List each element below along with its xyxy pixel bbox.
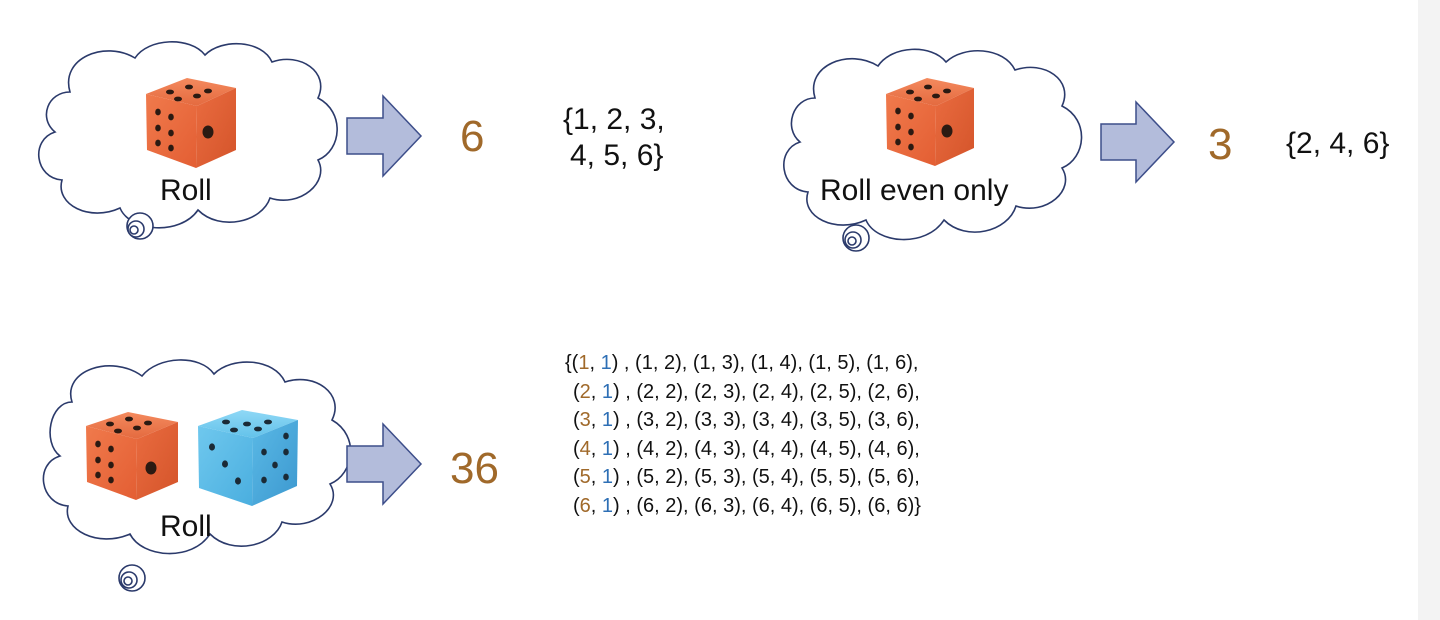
pairs-row: {(1, 1) , (1, 2), (1, 3), (1, 4), (1, 5)…	[565, 352, 919, 374]
right-arrow-icon	[1100, 100, 1176, 184]
outcome-count: 36	[450, 444, 499, 493]
cloud-label: Roll	[160, 510, 212, 543]
first-die-value: 3	[579, 409, 591, 431]
pairs-row: (4, 1) , (4, 2), (4, 3), (4, 4), (4, 5),…	[573, 437, 920, 460]
sample-space: {2, 4, 6}	[1286, 127, 1390, 160]
thought-cloud-icon	[42, 359, 352, 592]
cloud-label: Roll even only	[820, 174, 1009, 207]
sample-space-pairs: {(1, 1) , (1, 2), (1, 3), (1, 4), (1, 5)…	[565, 349, 921, 520]
orange-die-icon	[886, 78, 974, 166]
second-die-value: 1	[601, 437, 614, 460]
blue-die-icon	[198, 410, 298, 506]
sample-space-line-2: 4, 5, 6}	[570, 139, 664, 172]
orange-die-icon	[146, 78, 236, 168]
cloud-label: Roll	[160, 174, 212, 207]
first-die-value: 5	[579, 466, 591, 488]
right-arrow-icon	[346, 422, 423, 506]
first-die-value: 6	[579, 494, 591, 517]
sample-space-line-1: {1, 2, 3,	[563, 103, 665, 136]
second-die-value: 1	[601, 380, 614, 403]
orange-die-icon	[86, 412, 178, 500]
even-roll-panel	[783, 48, 1176, 252]
single-roll-panel	[38, 41, 423, 240]
pairs-row: (3, 1) , (3, 2), (3, 3), (3, 4), (3, 5),…	[573, 409, 920, 431]
second-die-value: 1	[601, 494, 614, 517]
first-die-value: 4	[579, 437, 591, 460]
second-die-value: 1	[601, 466, 614, 488]
outcome-count: 6	[460, 112, 485, 161]
pairs-row: (2, 1) , (2, 2), (2, 3), (2, 4), (2, 5),…	[573, 380, 920, 403]
pairs-row: (6, 1) , (6, 2), (6, 3), (6, 4), (6, 5),…	[573, 494, 921, 517]
first-die-value: 2	[579, 380, 591, 403]
first-die-value: 1	[578, 352, 590, 374]
double-roll-panel	[42, 359, 423, 592]
second-die-value: 1	[600, 352, 612, 374]
second-die-value: 1	[601, 409, 614, 431]
pairs-row: (5, 1) , (5, 2), (5, 3), (5, 4), (5, 5),…	[573, 466, 920, 488]
right-arrow-icon	[346, 94, 423, 178]
outcome-count: 3	[1208, 120, 1233, 169]
page-edge-strip	[1418, 0, 1440, 620]
